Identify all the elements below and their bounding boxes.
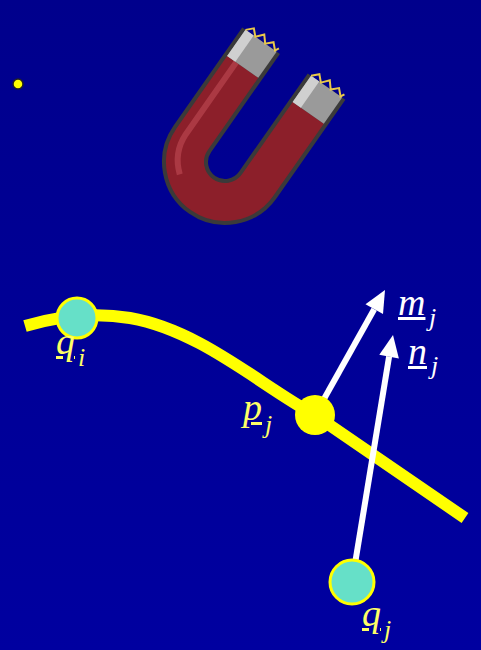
- subscript: j: [431, 353, 438, 379]
- vector-label: n: [408, 332, 427, 370]
- magnet-icon: [154, 24, 346, 228]
- subscript: j: [265, 412, 272, 438]
- vector-label: m: [398, 283, 425, 321]
- subscript: j: [429, 305, 436, 331]
- point-dot: [295, 395, 335, 435]
- subscript: i: [78, 345, 85, 371]
- bullet-dot: [13, 79, 23, 89]
- arrow-head: [379, 335, 399, 358]
- point-label: q: [56, 322, 75, 360]
- point-label: q: [362, 594, 381, 632]
- point-label: p: [243, 388, 262, 426]
- curve: [25, 315, 465, 518]
- normal-arrow: [352, 357, 389, 582]
- arrow-head: [366, 290, 386, 314]
- subscript: j: [384, 617, 391, 643]
